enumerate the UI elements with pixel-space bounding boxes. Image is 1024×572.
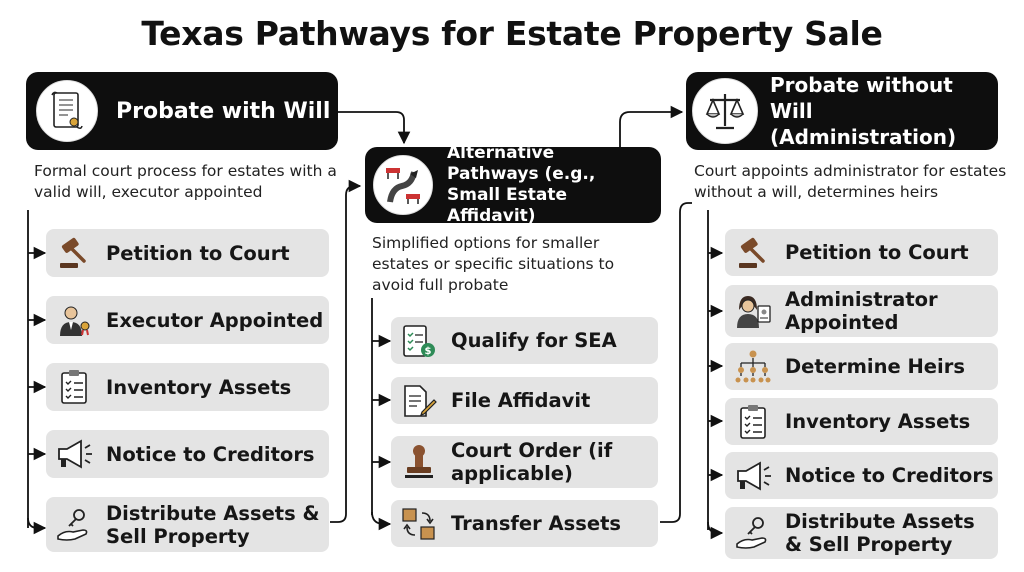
step-label: Transfer Assets: [451, 512, 621, 535]
svg-text:$: $: [425, 346, 432, 357]
step-label: Court Order (if applicable): [451, 439, 613, 485]
gavel-icon: [733, 233, 773, 273]
step-label: Distribute Assets & Sell Property: [785, 510, 975, 556]
gavel-icon: [54, 233, 94, 273]
alternative-pathways-description: Simplified options for smaller estates o…: [372, 234, 615, 294]
left-step-executor: Executor Appointed: [46, 296, 329, 344]
step-label: Administrator Appointed: [785, 288, 938, 334]
probate-without-will-heading: Probate without Will (Administration): [770, 73, 957, 149]
document-pen-icon: [399, 381, 439, 421]
step-label: File Affidavit: [451, 389, 591, 412]
middle-step-qualify: $ Qualify for SEA: [391, 317, 658, 364]
hand-key-icon: [54, 505, 94, 545]
alternative-road-icon: [373, 155, 433, 215]
left-step-inventory: Inventory Assets: [46, 363, 329, 411]
checklist-icon: [54, 367, 94, 407]
right-step-notice: Notice to Creditors: [725, 452, 998, 499]
checklist-icon: [733, 402, 773, 442]
executor-person-icon: [54, 300, 94, 340]
probate-with-will-heading: Probate with Will: [116, 98, 331, 124]
right-step-administrator: Administrator Appointed: [725, 285, 998, 337]
boxes-transfer-icon: [399, 504, 439, 544]
stamp-icon: [399, 442, 439, 482]
probate-without-will-description: Court appoints administrator for estates…: [694, 162, 1007, 201]
step-label: Inventory Assets: [106, 375, 292, 399]
step-label: Inventory Assets: [785, 410, 971, 433]
megaphone-icon: [733, 456, 773, 496]
family-tree-icon: [733, 347, 773, 387]
left-step-petition: Petition to Court: [46, 229, 329, 277]
page-title: Texas Pathways for Estate Property Sale: [141, 14, 883, 53]
step-label: Notice to Creditors: [785, 464, 994, 487]
middle-step-file-affidavit: File Affidavit: [391, 377, 658, 424]
alternative-pathways-header: Alternative Pathways (e.g., Small Estate…: [365, 143, 661, 226]
probate-with-will-header: Probate with Will: [26, 72, 338, 150]
step-label: Petition to Court: [106, 241, 290, 265]
right-step-distribute: Distribute Assets & Sell Property: [725, 507, 998, 559]
scales-icon: [692, 78, 758, 144]
left-step-notice: Notice to Creditors: [46, 430, 329, 478]
alternative-pathways-heading: Alternative Pathways (e.g., Small Estate…: [447, 143, 596, 226]
middle-step-transfer: Transfer Assets: [391, 500, 658, 547]
step-label: Distribute Assets & Sell Property: [106, 501, 320, 548]
right-step-heirs: Determine Heirs: [725, 343, 998, 390]
left-step-distribute: Distribute Assets & Sell Property: [46, 497, 329, 552]
will-document-icon: [36, 80, 98, 142]
administrator-person-icon: [733, 291, 773, 331]
checklist-money-icon: $: [399, 321, 439, 361]
step-label: Petition to Court: [785, 241, 969, 264]
probate-with-will-description: Formal court process for estates with a …: [34, 162, 337, 201]
step-label: Notice to Creditors: [106, 442, 315, 466]
step-label: Qualify for SEA: [451, 329, 617, 352]
step-label: Executor Appointed: [106, 308, 324, 332]
step-label: Determine Heirs: [785, 355, 965, 378]
megaphone-icon: [54, 434, 94, 474]
right-step-petition: Petition to Court: [725, 229, 998, 276]
middle-step-court-order: Court Order (if applicable): [391, 436, 658, 488]
probate-without-will-header: Probate without Will (Administration): [686, 72, 998, 150]
right-step-inventory: Inventory Assets: [725, 398, 998, 445]
hand-key-icon: [733, 513, 773, 553]
